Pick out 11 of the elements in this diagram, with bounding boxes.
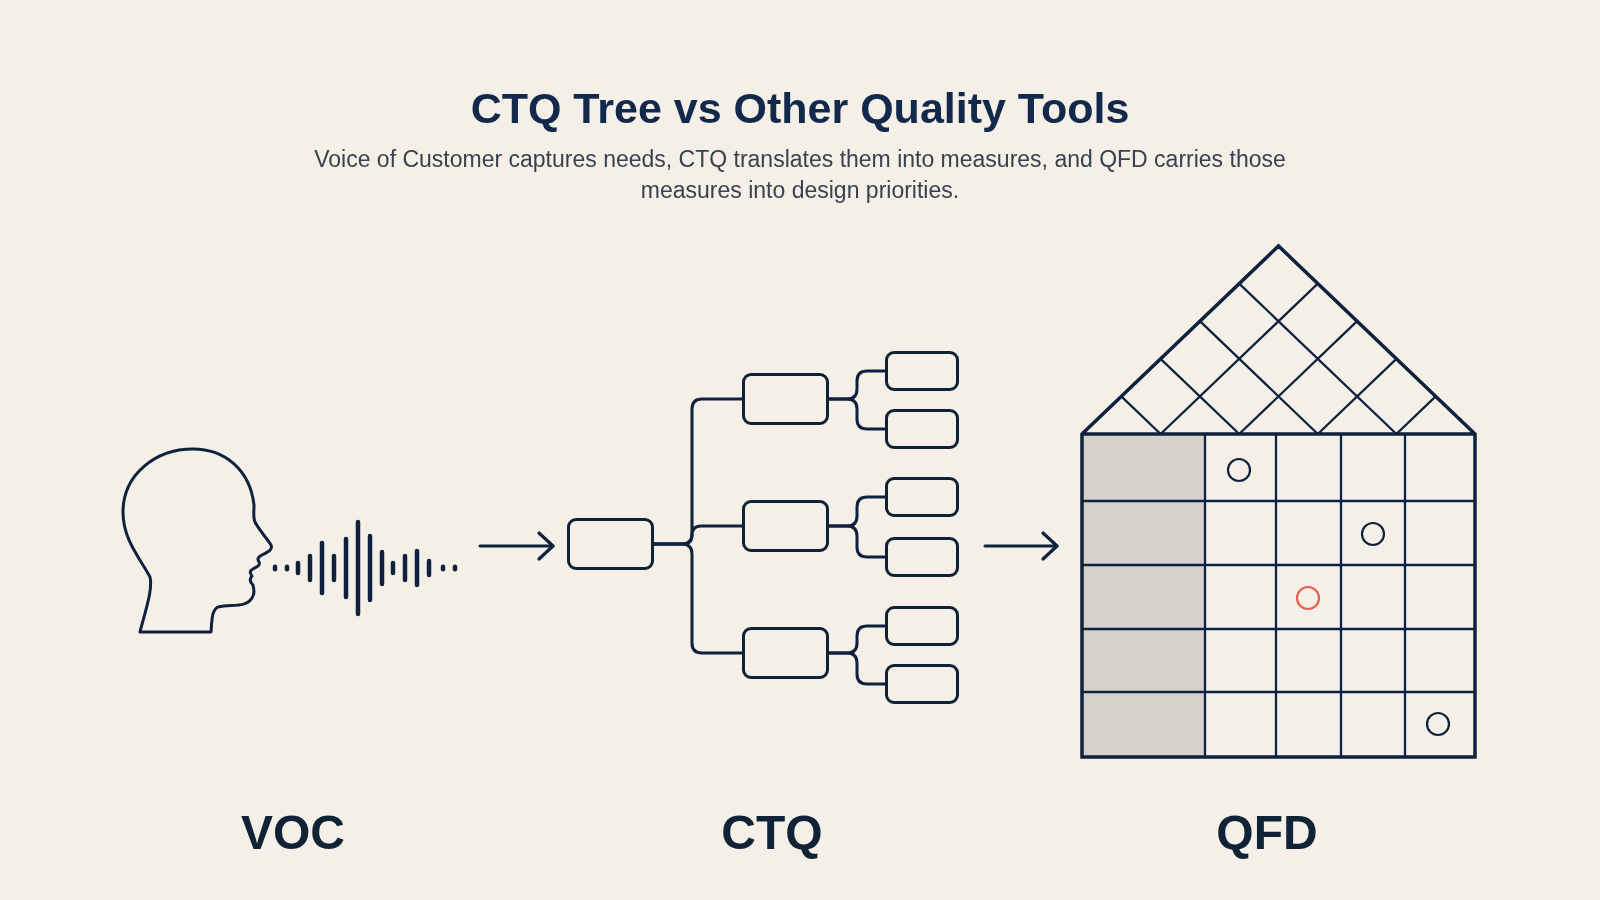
- step-label: VOC: [241, 806, 345, 860]
- step-label: CTQ: [721, 806, 823, 860]
- title: CTQ Tree vs Other Quality Tools: [470, 84, 1130, 133]
- step-label: QFD: [1216, 806, 1318, 860]
- connector-line: [652, 542, 744, 655]
- connector-line: [827, 397, 887, 431]
- arrow: [478, 531, 555, 561]
- arrow: [983, 531, 1059, 561]
- connector-line: [827, 524, 887, 559]
- subtitle: Voice of Customer captures needs, CTQ translates them into measures, and QFD carries those measures into design priorities.: [313, 145, 1287, 205]
- connector-line: [827, 651, 887, 686]
